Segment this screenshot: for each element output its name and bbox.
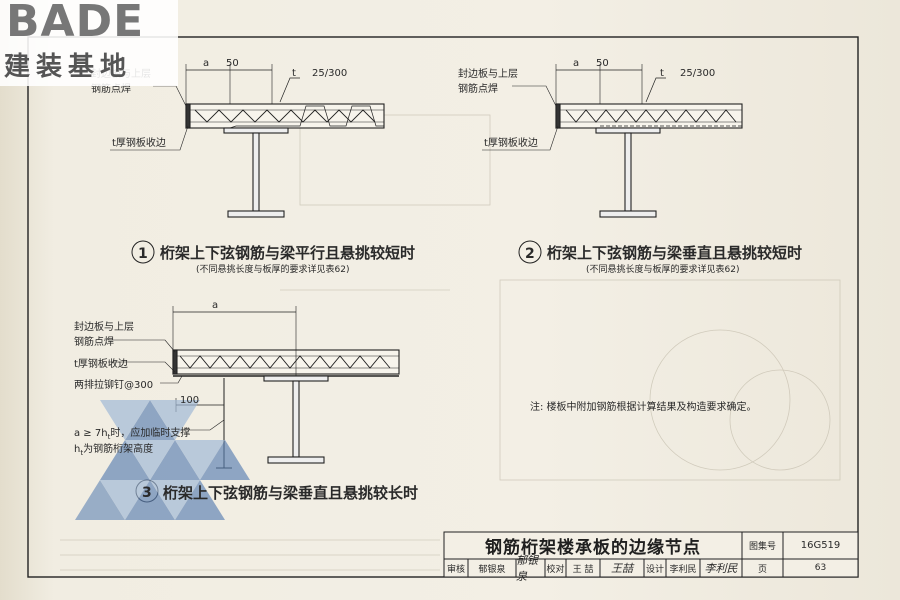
review-label: 审核 <box>446 564 465 575</box>
checker-signature: 王喆 <box>611 562 633 575</box>
detail-2-dim-a: a <box>573 58 579 69</box>
designer-name: 李利民 <box>669 564 697 575</box>
detail-2-weld-callout-line1: 封边板与上层 <box>458 67 518 80</box>
detail-3-weld-callout-line1: 封边板与上层 <box>74 320 134 333</box>
general-note: 注: 楼板中附加钢筋根据计算结果及构造要求确定。 <box>530 400 757 413</box>
detail-3-dim-a: a <box>212 300 218 311</box>
detail-3-plate-callout: t厚钢板收边 <box>74 357 128 370</box>
page-number: 63 <box>814 563 827 573</box>
drawing-frame <box>27 36 859 578</box>
designer-signature: 李利民 <box>704 562 738 575</box>
detail-2-slope-value: 25/300 <box>680 68 715 79</box>
detail-2-weld-callout-line2: 钢筋点焊 <box>458 82 498 95</box>
detail-1-slope-t: t <box>292 68 296 79</box>
detail-3-dim-100: 100 <box>180 395 199 406</box>
page-label: 页 <box>757 564 767 575</box>
detail-1-dim-50: 50 <box>226 58 239 69</box>
detail-3-note-h: ht为钢筋桁架高度 <box>74 442 153 457</box>
brand-logo: BADE 建装基地 <box>0 0 178 86</box>
detail-1-drawing <box>110 64 385 264</box>
detail-1-dim-a: a <box>203 58 209 69</box>
title-block: 钢筋桁架楼承板的边缘节点 图集号 16G519 审核 郁银泉 郁银泉 校对 王 … <box>444 532 858 583</box>
design-label: 设计 <box>645 564 664 575</box>
atlas-label: 图集号 <box>748 542 776 552</box>
detail-2-plate-callout: t厚钢板收边 <box>484 136 538 149</box>
detail-3-number: 3 <box>142 485 152 501</box>
detail-3-drawing <box>108 306 400 503</box>
reviewer-name: 郁银泉 <box>478 564 506 575</box>
detail-3-note-a: a ≥ 7ht时，应加临时支撑 <box>74 426 190 441</box>
logo-subtitle: 建装基地 <box>4 52 133 82</box>
detail-2-drawing <box>482 64 743 264</box>
detail-1-plate-callout: t厚钢板收边 <box>112 136 166 149</box>
detail-3-caption: 桁架上下弦钢筋与梁垂直且悬挑较长时 <box>163 484 418 502</box>
detail-2-subcaption: (不同悬挑长度与板厚的要求详见表62) <box>586 263 739 275</box>
checker-name: 王 喆 <box>572 564 594 575</box>
detail-2-slope-t: t <box>660 68 664 79</box>
watermark-triangles <box>75 400 250 520</box>
drawing-title: 钢筋桁架楼承板的边缘节点 <box>485 538 701 558</box>
detail-1-subcaption: (不同悬挑长度与板厚的要求详见表62) <box>196 263 349 275</box>
atlas-number: 16G519 <box>800 540 841 551</box>
detail-2-number: 2 <box>525 246 535 262</box>
check-label: 校对 <box>546 564 565 575</box>
title-block-grid <box>443 531 859 578</box>
logo-brand-text: BADE <box>6 0 145 47</box>
detail-1-number: 1 <box>138 246 148 262</box>
detail-1-caption: 桁架上下弦钢筋与梁平行且悬挑较短时 <box>160 244 415 262</box>
detail-1-slope-value: 25/300 <box>312 68 347 79</box>
detail-3-nails-callout: 两排拉铆钉@300 <box>74 378 153 391</box>
detail-2-dim-50: 50 <box>596 58 609 69</box>
detail-3-weld-callout-line2: 钢筋点焊 <box>74 335 114 348</box>
reviewer-signature: 郁银泉 <box>516 554 538 583</box>
detail-2-caption: 桁架上下弦钢筋与梁垂直且悬挑较短时 <box>547 244 802 262</box>
bleed-through-lines <box>60 114 841 571</box>
